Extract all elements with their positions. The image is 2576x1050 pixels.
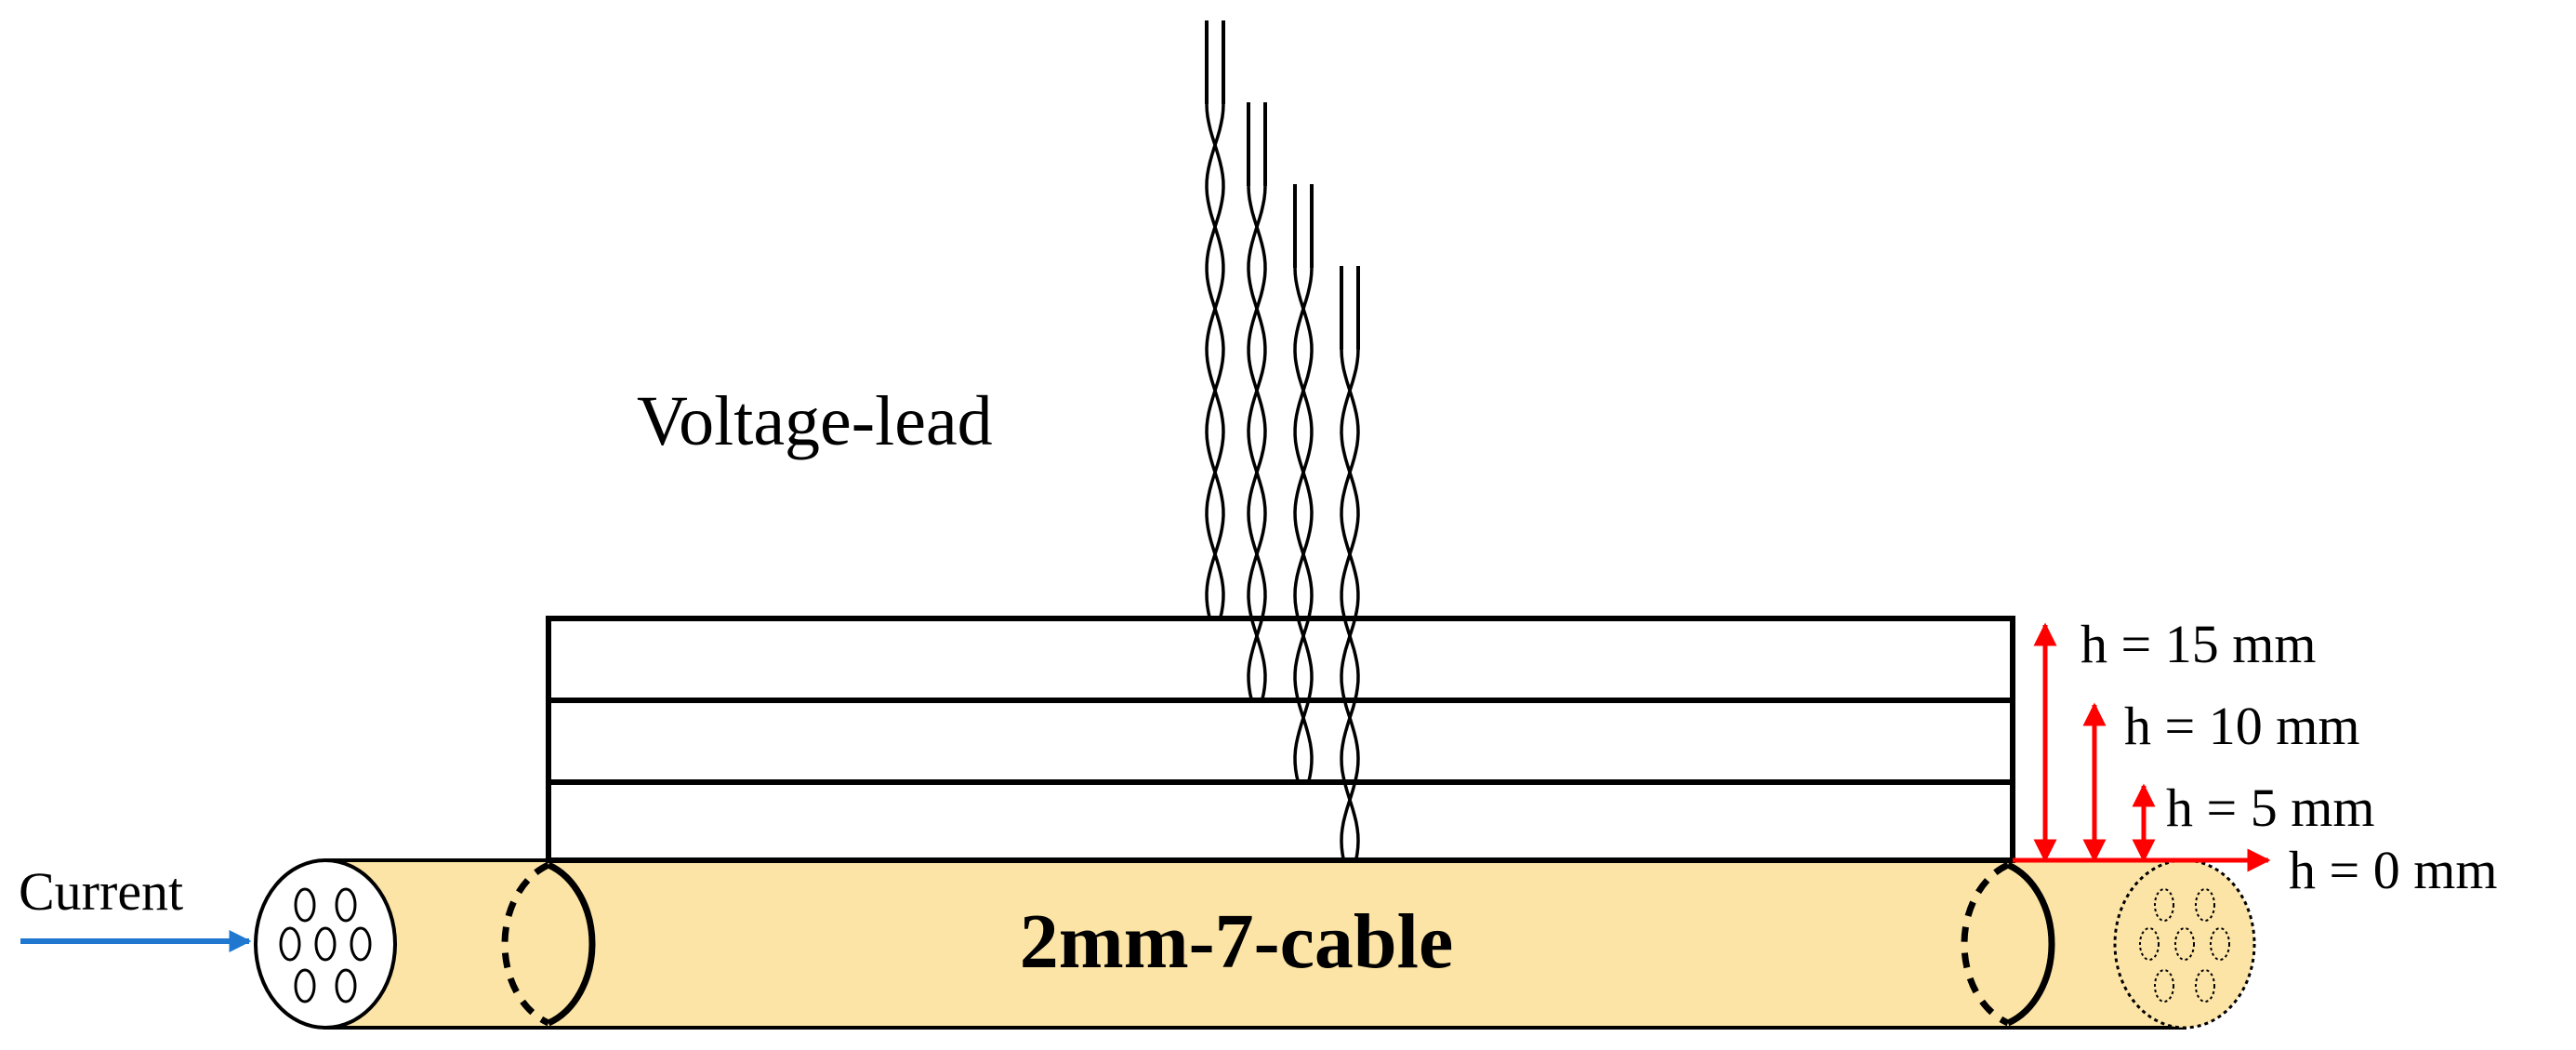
current-label: Current: [19, 861, 183, 922]
voltage-leads: [1205, 20, 1360, 861]
cable-section-ring-right-dashed: [1961, 861, 2010, 1027]
layer-middle: [546, 698, 2015, 785]
strand: [2154, 888, 2174, 922]
voltage-lead-label: Voltage-lead: [637, 382, 993, 460]
voltage-lead-2: [1247, 102, 1267, 701]
current-indicator: Current: [19, 861, 252, 952]
layer-bottom: [546, 779, 2015, 863]
h5-label: h = 5 mm: [2166, 778, 2374, 838]
strand: [2174, 927, 2195, 961]
strand: [2195, 969, 2215, 1003]
h0-label: h = 0 mm: [2289, 840, 2497, 900]
strand: [2139, 927, 2160, 961]
h15-label: h = 15 mm: [2081, 614, 2316, 674]
cable-right-strands: [2139, 888, 2230, 1003]
cable-label: 2mm-7-cable: [1020, 898, 1454, 985]
voltage-lead-4: [1340, 266, 1360, 861]
strand: [335, 968, 357, 1003]
strand: [350, 926, 372, 962]
voltage-lead-3: [1293, 184, 1314, 783]
h10-label: h = 10 mm: [2124, 696, 2359, 756]
layer-top: [546, 616, 2015, 703]
cable: 2mm-7-cable: [254, 858, 2256, 1030]
strand: [294, 887, 316, 923]
strand: [335, 887, 357, 923]
strand: [2210, 927, 2230, 961]
strand: [279, 926, 301, 962]
height-markers: h = 15 mm h = 10 mm h = 5 mm h = 0 mm: [2013, 614, 2497, 900]
strand: [2154, 969, 2174, 1003]
strand: [294, 968, 316, 1003]
cable-section-ring-left-solid: [547, 861, 596, 1027]
voltage-lead-1: [1205, 20, 1225, 619]
cable-left-strands: [279, 887, 372, 1003]
cable-left-end: [254, 858, 397, 1030]
strand: [314, 926, 337, 962]
cable-section-ring-right-solid: [2006, 861, 2055, 1027]
cable-right-end: [2113, 858, 2256, 1030]
cable-section-ring-left-dashed: [501, 861, 550, 1027]
cable-body: [324, 858, 2186, 1030]
strand: [2195, 888, 2215, 922]
voltage-tap-layers: [546, 616, 2015, 863]
